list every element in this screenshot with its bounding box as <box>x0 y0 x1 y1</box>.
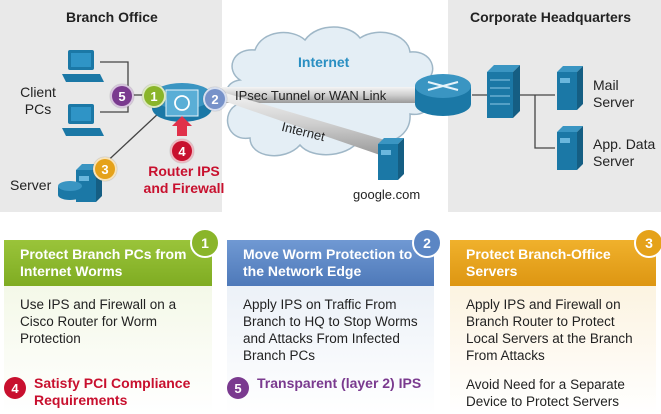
client-pc-icon <box>62 50 104 82</box>
hq-switch-icon <box>487 65 520 118</box>
internet-cloud-label: Internet <box>298 54 350 70</box>
badge-1: 1 <box>142 84 166 108</box>
card-protect-servers: Protect Branch-Office Servers 3 Apply IP… <box>450 228 661 414</box>
ipsec-tunnel-link <box>212 87 450 103</box>
badge-3: 3 <box>93 157 117 181</box>
headquarters-title: Corporate Headquarters <box>470 9 632 25</box>
card-number: 1 <box>190 228 220 258</box>
ips-arrow-icon <box>172 116 192 136</box>
card-protect-branch-pcs: Protect Branch PCs from Internet Worms 1… <box>4 228 220 414</box>
hq-router-icon <box>415 74 471 116</box>
footnote-badge: 4 <box>4 377 26 399</box>
ipsec-tunnel-label: IPsec Tunnel or WAN Link <box>235 88 387 103</box>
mail-server-icon <box>557 66 583 110</box>
badge-2: 2 <box>203 87 227 111</box>
card-number: 3 <box>634 228 661 258</box>
google-server-icon <box>378 138 404 180</box>
client-pc-icon <box>62 104 104 136</box>
card-body-text: Avoid Need for a Separate Device to Prot… <box>466 377 625 409</box>
branch-router-icon <box>152 83 212 122</box>
app-data-server-label: App. Data Server <box>593 136 656 169</box>
internet-link <box>215 92 385 155</box>
card-body-text: Use IPS and Firewall on a Cisco Router f… <box>20 297 177 346</box>
router-ips-label: Router IPS and Firewall <box>143 163 225 196</box>
badge-5: 5 <box>110 84 134 108</box>
mail-server-label: Mail Server <box>593 77 635 110</box>
footnote-badge: 5 <box>227 377 249 399</box>
network-diagram <box>58 26 583 202</box>
card-move-worm-protection: Move Worm Protection to the Network Edge… <box>227 228 442 414</box>
footnote-text: Satisfy PCI Compliance Requirements <box>34 375 191 408</box>
card-body-text: Apply IPS and Firewall on Branch Router … <box>466 297 633 363</box>
card-title: Protect Branch-Office Servers <box>450 240 656 286</box>
card-number: 2 <box>412 228 442 258</box>
card-title: Protect Branch PCs from Internet Worms <box>4 240 212 286</box>
card-title: Move Worm Protection to the Network Edge <box>227 240 434 286</box>
app-data-server-icon <box>557 126 583 170</box>
branch-office-title: Branch Office <box>66 9 158 25</box>
headquarters-zone <box>448 0 661 212</box>
google-label: google.com <box>353 187 421 202</box>
client-pcs-label: Client PCs <box>20 84 56 117</box>
footnote-pci: 4 Satisfy PCI Compliance Requirements <box>4 375 214 409</box>
badge-4: 4 <box>170 139 194 163</box>
footnote-text: Transparent (layer 2) IPS <box>257 375 422 391</box>
footnote-transparent-ips: 5 Transparent (layer 2) IPS <box>227 375 437 399</box>
server-label: Server <box>10 177 52 193</box>
card-body-text: Apply IPS on Traffic From Branch to HQ t… <box>243 297 418 363</box>
